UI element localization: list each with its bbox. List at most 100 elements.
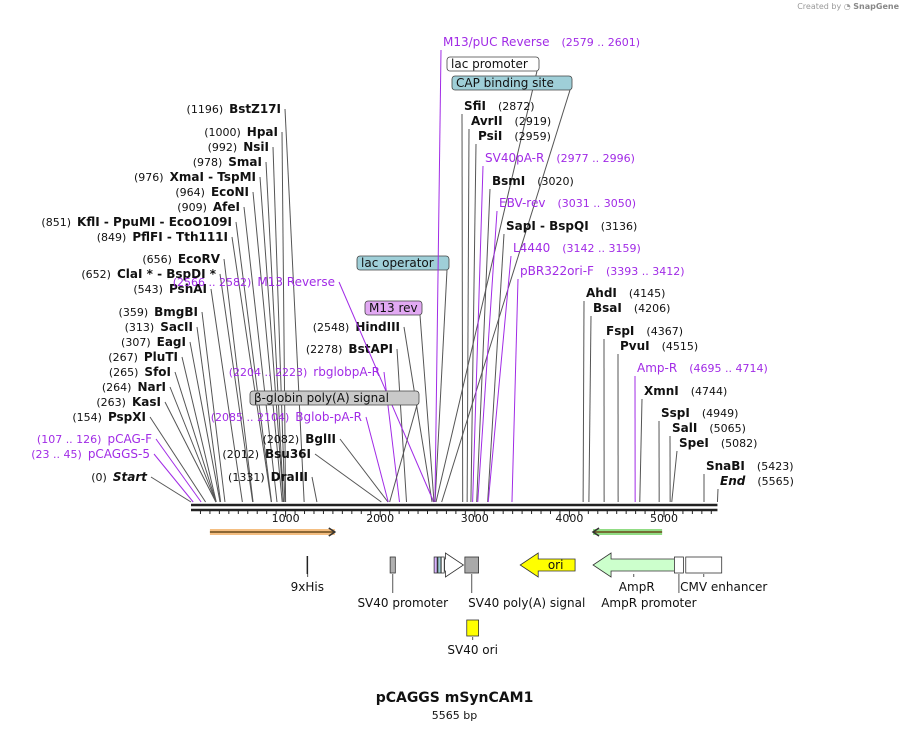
site-849-pflfi-tth111i-position: (849): [97, 231, 127, 244]
site-spei-5082-leader: [671, 450, 678, 503]
site-313-sacii-text: SacII: [160, 320, 193, 334]
site-end-5565-label: End(5565): [720, 474, 794, 488]
site-964-econi-text: EcoNI: [211, 185, 249, 199]
site-263-kasi-leader: [164, 401, 217, 503]
site-267-pluti-leader: [181, 356, 217, 503]
feature-ampr-promoter-label: AmpR promoter: [601, 596, 696, 610]
site-2566-2582-m13-reverse-position: (2566 .. 2582): [173, 276, 252, 289]
site-849-pflfi-tth111i-text: Tth111I: [176, 230, 228, 244]
site-851-kfli-ppumi-ecoo109i-text: KflI: [77, 215, 100, 229]
site-l4440-3142-3159-label: L4440(3142 .. 3159): [513, 241, 641, 255]
site-sapi-bspqi-3136-text: BspQI: [549, 219, 589, 233]
site-m13-puc-reverse-2579-2601-label: M13/pUC Reverse(2579 .. 2601): [443, 35, 640, 49]
snapgene-credit: Created by ◔ SnapGene: [797, 2, 899, 11]
site-bsai-4206-leader: [588, 315, 592, 503]
site-2082-bglii-position: (2082): [263, 433, 300, 446]
site-2012-bsu36i-leader: [314, 453, 382, 503]
site-sfii-2872-position: (2872): [498, 100, 535, 113]
feature-label-cap-binding-site-box: [451, 75, 573, 91]
site-909-afei-text: AfeI: [213, 200, 240, 214]
site-spei-5082-position: (5082): [721, 437, 758, 450]
site-bsmi-3020-label: BsmI(3020): [492, 174, 574, 188]
site-spei-5082-text: SpeI: [679, 436, 709, 450]
site-1000-hpai-leader: [281, 131, 287, 503]
site-23-45-pcaggs-5-leader: [153, 453, 194, 503]
site-543-pshai-leader: [210, 288, 243, 503]
feature-label-lac-promoter-leader: [435, 70, 538, 503]
site-2548-hindiii-position: (2548): [313, 321, 350, 334]
site-1331-draiii-position: (1331): [228, 471, 265, 484]
site-psii-2959-label: PsiI(2959): [478, 129, 551, 143]
feature-cmv-enhancer-label: CMV enhancer: [680, 580, 767, 594]
site-end-5565-leader: [716, 488, 719, 503]
site-656-ecorv-leader: [223, 258, 254, 503]
site-ebv-rev-3031-3050-label: EBV-rev(3031 .. 3050): [499, 196, 636, 210]
site-849-pflfi-tth111i-leader: [231, 236, 272, 503]
scale-label-5000: 5000: [650, 512, 678, 525]
site-sfii-2872-label: SfiI(2872): [464, 99, 535, 113]
feature-label-m13-rev: M13 rev: [369, 301, 418, 315]
site-2548-hindiii-leader: [403, 326, 433, 503]
site-107-126-pcag-f-position: (107 .. 126): [37, 433, 102, 446]
site-265-sfoi-position: (265): [109, 366, 139, 379]
feature-label-globin-poly-a-signal-leader: [389, 404, 418, 503]
site-107-126-pcag-f-label: (107 .. 126)pCAG-F: [37, 432, 152, 446]
site-psii-2959-position: (2959): [514, 130, 551, 143]
site-fspi-4367-label: FspI(4367): [606, 324, 683, 338]
site-sali-5065-position: (5065): [709, 422, 746, 435]
feature-ori-label: ori: [548, 558, 564, 572]
site-amp-r-4695-4714-label: Amp-R(4695 .. 4714): [637, 361, 768, 375]
site-2085-2104-bglob-pa-r-label: (2085 .. 2104)Bglob-pA-R: [211, 410, 362, 424]
site-pvui-4515-label: PvuI (4515): [620, 339, 698, 353]
site-snabi-5423-label: SnaBI(5423): [706, 459, 793, 473]
site-1331-draiii-label: (1331)DraIII: [228, 470, 308, 484]
site-656-ecorv-label: (656)EcoRV: [142, 252, 220, 266]
site-bsai-4206-text: BsaI: [593, 301, 622, 315]
site-l4440-3142-3159-leader: [487, 255, 512, 503]
site-1000-hpai-text: HpaI: [247, 125, 278, 139]
site-313-sacii-label: (313)SacII: [125, 320, 193, 334]
site-2278-bstapi-leader: [396, 348, 407, 503]
site-sali-5065-text: SalI: [672, 421, 697, 435]
site-978-smai-label: (978)SmaI: [193, 155, 262, 169]
site-psii-2959-leader: [470, 143, 477, 503]
site-23-45-pcaggs-5-label: (23 .. 45)pCAGGS-5: [31, 447, 150, 461]
site-849-pflfi-tth111i-text: PflFI: [132, 230, 162, 244]
scale-label-3000: 3000: [461, 512, 489, 525]
site-2085-2104-bglob-pa-r-leader: [365, 416, 389, 503]
feature-sv40-poly-a-signal-label: SV40 poly(A) signal: [468, 596, 585, 610]
site-265-sfoi-label: (265)SfoI: [109, 365, 171, 379]
site-652-clai-bspdi-text: -: [153, 267, 166, 281]
site-sspi-4949-position: (4949): [702, 407, 739, 420]
site-pvui-4515-position: (4515): [662, 340, 699, 353]
site-m13-puc-reverse-2579-2601-leader: [434, 49, 442, 503]
site-976-xmai-tspmi-leader: [259, 176, 284, 503]
site-307-eagi-text: EagI: [157, 335, 186, 349]
site-543-pshai-label: (543)PshAI: [133, 282, 207, 296]
site-264-nari-label: (264)NarI: [102, 380, 166, 394]
site-sspi-4949-label: SspI (4949): [661, 406, 738, 420]
site-992-nsii-leader: [272, 146, 286, 503]
site-1000-hpai-label: (1000)HpaI: [204, 125, 278, 139]
site-307-eagi-label: (307)EagI: [121, 335, 186, 349]
site-xmni-4744-label: XmnI(4744): [644, 384, 727, 398]
feature-label-cap-binding-site: CAP binding site: [456, 76, 554, 90]
feature-segment-4-box: [433, 556, 438, 574]
site-359-bmgbi-label: (359)BmgBI: [119, 305, 198, 319]
feature-segment-7-arrow: [444, 552, 465, 578]
credit-brand: SnapGene: [853, 2, 899, 11]
site-pvui-4515-text: PvuI: [620, 339, 650, 353]
feature-label-lac-operator-box: [356, 255, 450, 271]
site-sv40pa-r-2977-2996-position: (2977 .. 2996): [556, 152, 635, 165]
site-fspi-4367-text: FspI: [606, 324, 634, 338]
site-851-kfli-ppumi-ecoo109i-leader: [235, 221, 273, 503]
site-263-kasi-text: KasI: [132, 395, 161, 409]
site-2085-2104-bglob-pa-r-position: (2085 .. 2104): [211, 411, 290, 424]
site-bsmi-3020-text: BsmI: [492, 174, 525, 188]
site-656-ecorv-text: EcoRV: [178, 252, 221, 266]
feature-label-lac-operator-leader: [434, 269, 448, 503]
site-sspi-4949-text: SspI: [661, 406, 690, 420]
site-sapi-bspqi-3136-text: SapI: [506, 219, 536, 233]
site-851-kfli-ppumi-ecoo109i-text: -: [155, 215, 168, 229]
